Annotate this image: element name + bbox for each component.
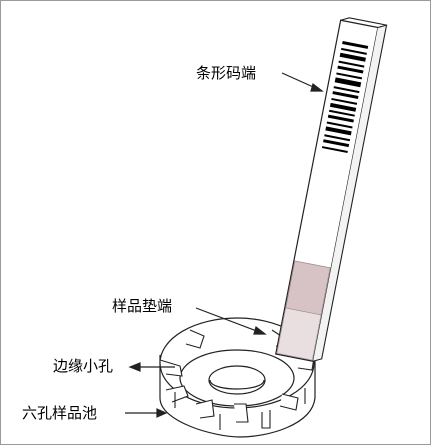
test-strip (275, 17, 388, 362)
arrow-sample-pad-end (195, 307, 263, 334)
edge-hole-bottom (234, 403, 249, 423)
edge-hole-top-left (185, 329, 205, 349)
pool-center-hole (208, 365, 266, 395)
label-edge-hole: 边缘小孔 (53, 357, 114, 375)
edge-hole-left (159, 359, 183, 377)
barcode (321, 41, 369, 153)
leader-lines (125, 72, 324, 418)
edge-hole-bottom-right (279, 393, 299, 411)
edge-hole-left-lower (165, 385, 189, 403)
edge-hole-bottom-left (195, 399, 215, 419)
label-barcode-end: 条形码端 (196, 64, 257, 82)
label-sample-pad-end: 样品垫端 (112, 297, 173, 315)
label-six-well-pool: 六孔样品池 (22, 404, 98, 422)
sample-pad-lower (276, 307, 322, 361)
